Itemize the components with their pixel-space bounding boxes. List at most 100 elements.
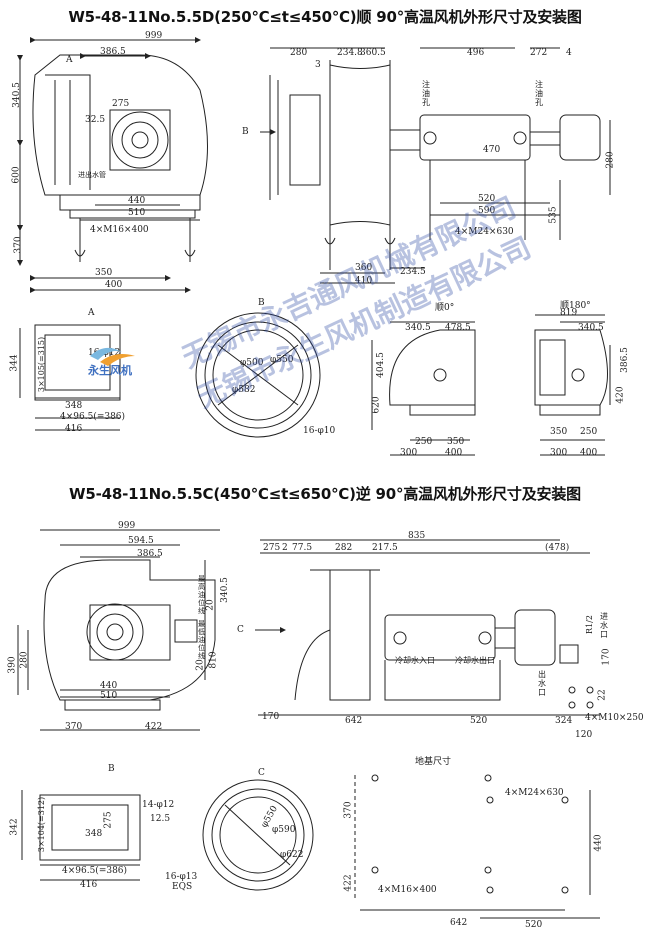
dim-label: 280 <box>605 151 616 169</box>
dim-label: 590 <box>478 206 496 216</box>
dim-label: EQS <box>172 882 193 892</box>
dim-label: 324 <box>555 716 573 726</box>
dim-label: 4×96.5(=386) <box>62 866 128 876</box>
section-label: A <box>88 308 95 318</box>
dim-label: 360.5 <box>360 48 386 58</box>
bottom-side-view <box>255 539 600 716</box>
dim-label: 520 <box>470 716 488 726</box>
dim-label: 416 <box>65 424 83 434</box>
dim-label: 440 <box>100 681 118 691</box>
dim-label: 340.5 <box>578 323 604 333</box>
dim-label: 275 <box>263 543 281 553</box>
dim-label: 234.8 <box>337 48 363 58</box>
top-side-view <box>260 47 611 284</box>
bottom-front-view <box>17 529 220 731</box>
dim-label: 642 <box>345 716 363 726</box>
dim-label: 20 <box>195 659 206 671</box>
view-label: 顺180° <box>560 301 591 311</box>
section-label: 地基尺寸 <box>415 757 452 767</box>
dim-label: 819 <box>560 308 578 318</box>
dim-label: 420 <box>615 386 626 404</box>
section-label: B <box>258 298 265 308</box>
note-label: 注油孔 <box>422 80 430 107</box>
dim-label: 370 <box>343 801 354 819</box>
dim-label: 170 <box>601 648 612 666</box>
dim-label: 22 <box>597 689 608 701</box>
dim-label: 810 <box>208 651 219 669</box>
top-view-0deg <box>371 321 476 456</box>
dim-label: 344 <box>9 354 20 372</box>
dim-label: 386.5 <box>619 347 630 373</box>
logo-text: 永生风机 <box>88 364 132 377</box>
dim-label: 275 <box>103 811 114 829</box>
dim-label: 370 <box>65 722 83 732</box>
dim-label: 340.5 <box>11 82 22 108</box>
top-flange-b <box>195 312 321 438</box>
dim-label: 400 <box>580 448 598 458</box>
dim-label: 4×M24×630 <box>505 788 564 798</box>
dim-label: 4×M24×630 <box>455 227 514 237</box>
dim-label: 4×M10×250 <box>585 713 644 723</box>
note-label: 进出水管 <box>78 171 106 179</box>
dim-label: 272 <box>530 48 548 58</box>
dim-label: 400 <box>445 448 463 458</box>
dim-label: 300 <box>400 448 418 458</box>
note-label: 出水口 <box>538 670 546 697</box>
dim-label: 416 <box>80 880 98 890</box>
dim-label: 348 <box>65 401 83 411</box>
dim-label: 217.5 <box>372 543 398 553</box>
dim-label: 600 <box>11 166 22 184</box>
dim-label: 16-φ10 <box>303 426 336 436</box>
dim-label: 14-φ12 <box>142 800 175 810</box>
section-label: C <box>237 625 244 635</box>
title-bottom: W5-48-11No.5.5C(450℃≤t≤650℃)逆 90°高温风机外形尺… <box>69 485 581 503</box>
dim-label: 348 <box>85 829 103 839</box>
dim-label: 280 <box>19 651 30 669</box>
dim-label: 350 <box>447 437 465 447</box>
dim-label: 234.5 <box>400 267 426 277</box>
dim-label: 360 <box>355 263 373 273</box>
dim-label: 422 <box>343 874 354 892</box>
dim-label: 999 <box>145 31 163 41</box>
dim-label: 350 <box>550 427 568 437</box>
dim-label: 3×104(=312) <box>37 796 47 853</box>
dim-label: 422 <box>145 722 163 732</box>
dim-label: 386.5 <box>137 549 163 559</box>
dim-label: 535 <box>548 206 559 224</box>
dim-label: (478) <box>545 543 570 553</box>
note-label: 最高油位线 <box>198 575 205 615</box>
dim-label: 4×M16×400 <box>378 885 437 895</box>
dim-label: 3×105(=315) <box>37 336 47 393</box>
dim-label: 282 <box>335 543 353 553</box>
title-top: W5-48-11No.5.5D(250℃≤t≤450℃)顺 90°高温风机外形尺… <box>68 8 582 26</box>
section-label: A <box>66 55 73 65</box>
dim-label: 440 <box>128 196 146 206</box>
note-label: 冷却水入口 <box>395 656 435 665</box>
dim-label: 999 <box>118 521 136 531</box>
dim-label: 370 <box>13 236 24 254</box>
dim-label: 280 <box>290 48 308 58</box>
dim-label: 32.5 <box>85 115 106 125</box>
section-label: B <box>242 127 249 137</box>
note-label: 进水口 <box>600 612 608 639</box>
dim-label: 410 <box>355 276 373 286</box>
dim-label: 4×M16×400 <box>90 225 149 235</box>
dim-label: 275 <box>112 99 130 109</box>
dim-label: 342 <box>9 818 20 836</box>
section-label: C <box>258 768 265 778</box>
dim-label: 4 <box>566 48 572 58</box>
dim-label: 496 <box>467 48 485 58</box>
section-label: B <box>108 764 115 774</box>
dim-label: 170 <box>262 712 280 722</box>
dim-label: 12.5 <box>150 814 171 824</box>
dim-label: 340.5 <box>405 323 431 333</box>
dim-label: 510 <box>100 691 118 701</box>
dim-label: 4×96.5(=386) <box>60 412 126 422</box>
dim-label: 642 <box>450 918 468 928</box>
dim-label: φ622 <box>280 850 304 860</box>
dim-label: R1/2 <box>584 615 594 634</box>
note-label: 最低油位线 <box>198 620 205 660</box>
dim-label: 340.5 <box>219 577 230 603</box>
dim-label: φ590 <box>272 825 296 835</box>
note-label: 注油孔 <box>535 80 543 107</box>
